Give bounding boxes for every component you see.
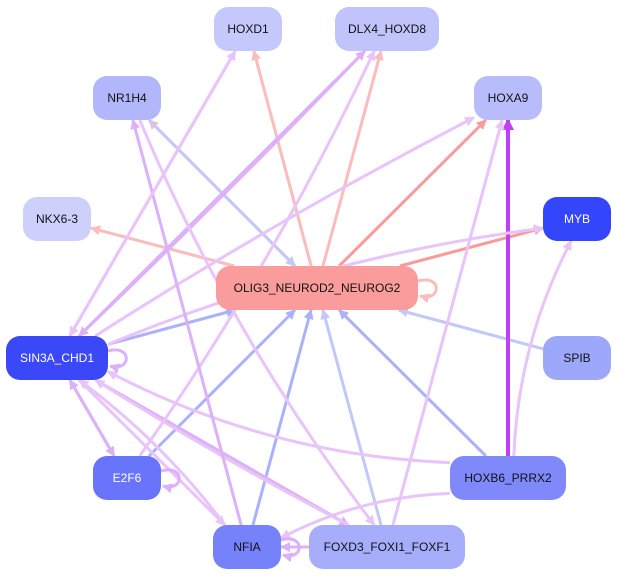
edge-sin3a_chd1-to-olig3_neurod2_neurog2 <box>107 307 237 346</box>
node-label: NFIA <box>233 540 260 554</box>
node-box[interactable] <box>23 197 91 241</box>
node-label: OLIG3_NEUROD2_NEUROG2 <box>234 281 401 295</box>
node-nr1h4[interactable]: NR1H4 <box>93 76 161 120</box>
node-box[interactable] <box>214 7 282 51</box>
node-label: NKX6-3 <box>36 212 78 226</box>
node-box[interactable] <box>543 336 611 380</box>
edge-olig3_neurod2_neurog2-to-nkx6-3 <box>90 225 235 268</box>
edge-nfia-to-sin3a_chd1 <box>78 378 227 526</box>
edge-dlx4_hoxd8-to-sin3a_chd1 <box>78 49 367 338</box>
edge-foxd3_foxi1_foxf1-to-olig3_neurod2_neurog2 <box>320 309 383 526</box>
node-box[interactable] <box>474 76 542 120</box>
edge-sin3a_chd1-to-hoxa9 <box>94 116 475 338</box>
edges-layer <box>68 49 573 563</box>
node-box[interactable] <box>335 7 439 51</box>
node-label: SPIB <box>563 351 590 365</box>
node-box[interactable] <box>213 525 281 569</box>
node-box[interactable] <box>450 456 566 500</box>
edge-e2f6-to-olig3_neurod2_neurog2 <box>147 308 297 458</box>
node-label: SIN3A_CHD1 <box>20 351 94 365</box>
node-label: MYB <box>564 212 590 226</box>
edge-e2f6-to-e2f6 <box>160 468 181 494</box>
edge-olig3_neurod2_neurog2-to-myb <box>399 225 544 268</box>
node-nfia[interactable]: NFIA <box>213 525 281 569</box>
edge-olig3_neurod2_neurog2-to-olig3_neurod2_neurog2 <box>417 278 438 304</box>
node-e2f6[interactable]: E2F6 <box>93 456 161 500</box>
node-hoxa9[interactable]: HOXA9 <box>474 76 542 120</box>
edge-olig3_neurod2_neurog2-to-hoxa9 <box>338 118 487 268</box>
edge-nfia-to-olig3_neurod2_neurog2 <box>251 309 314 526</box>
edge-e2f6-to-dlx4_hoxd8 <box>138 50 376 457</box>
edge-nfia-to-nr1h4 <box>130 119 243 526</box>
edge-nr1h4-to-foxd3_foxi1_foxf1 <box>138 119 376 526</box>
edge-hoxb6_prrx2-to-myb <box>512 240 573 457</box>
node-box[interactable] <box>216 266 418 310</box>
edge-hoxb6_prrx2-to-nfia <box>280 491 451 540</box>
edge-olig3_neurod2_neurog2-to-dlx4_hoxd8 <box>321 50 384 267</box>
edge-foxd3_foxi1_foxf1-to-sin3a_chd1 <box>94 378 350 527</box>
node-box[interactable] <box>309 525 465 569</box>
node-hoxb6-prrx2[interactable]: HOXB6_PRRX2 <box>450 456 566 500</box>
edge-hoxd1-to-sin3a_chd1 <box>68 50 237 337</box>
edge-sin3a_chd1-to-sin3a_chd1 <box>107 348 128 374</box>
edge-hoxb6_prrx2-to-sin3a_chd1 <box>107 370 451 465</box>
node-label: HOXA9 <box>488 91 529 105</box>
node-foxd3-foxi1-foxf1[interactable]: FOXD3_FOXI1_FOXF1 <box>309 525 465 569</box>
node-box[interactable] <box>543 197 611 241</box>
edge-sin3a_chd1-to-nfia <box>78 378 226 527</box>
edge-hoxb6_prrx2-to-olig3_neurod2_neurog2 <box>338 308 487 458</box>
edge-foxd3_foxi1_foxf1-to-hoxa9 <box>391 119 505 526</box>
node-olig3-neurod2-neurog2[interactable]: OLIG3_NEUROD2_NEUROG2 <box>216 266 418 310</box>
node-label: FOXD3_FOXI1_FOXF1 <box>324 540 451 554</box>
node-nkx6-3[interactable]: NKX6-3 <box>23 197 91 241</box>
node-label: E2F6 <box>113 471 142 485</box>
node-hoxd1[interactable]: HOXD1 <box>214 7 282 51</box>
edge-olig3_neurod2_neurog2-to-hoxd1 <box>251 50 313 267</box>
node-box[interactable] <box>93 456 161 500</box>
node-label: HOXD1 <box>227 22 269 36</box>
node-label: HOXB6_PRRX2 <box>464 471 552 485</box>
node-box[interactable] <box>93 76 161 120</box>
node-label: DLX4_HOXD8 <box>348 22 426 36</box>
node-dlx4-hoxd8[interactable]: DLX4_HOXD8 <box>335 7 439 51</box>
node-box[interactable] <box>6 336 108 380</box>
edge-spib-to-olig3_neurod2_neurog2 <box>397 307 544 351</box>
node-myb[interactable]: MYB <box>543 197 611 241</box>
node-spib[interactable]: SPIB <box>543 336 611 380</box>
edge-e2f6-to-sin3a_chd1 <box>68 379 116 457</box>
node-label: NR1H4 <box>107 91 147 105</box>
node-sin3a-chd1[interactable]: SIN3A_CHD1 <box>6 336 108 380</box>
